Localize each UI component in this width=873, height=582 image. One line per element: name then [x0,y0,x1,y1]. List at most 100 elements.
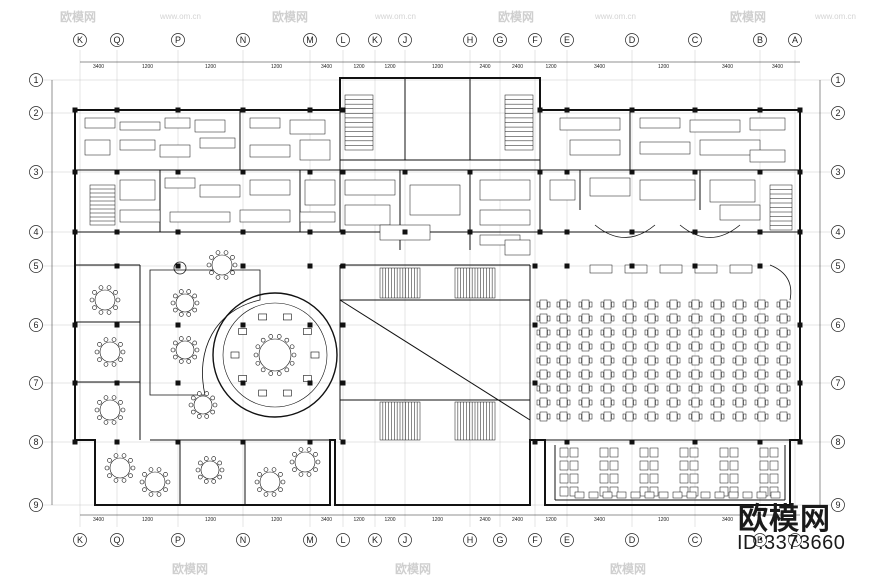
faint-watermark: 欧模网 [172,562,209,576]
grid-bubble-label: Q [113,35,120,45]
dining-table [639,460,649,471]
chair [556,357,560,364]
chair [655,357,659,364]
dining-table [303,328,312,335]
chair [721,385,725,392]
dining-table [539,355,548,366]
chair [732,301,736,308]
booth-seat [624,264,648,274]
dining-table [539,341,548,352]
chair [118,400,123,405]
chair [743,329,747,336]
chair [217,460,223,466]
column [340,169,346,175]
grid-bubble-label: C [692,535,699,545]
column [72,380,78,386]
column [340,439,346,445]
round-table [99,399,121,421]
column [240,380,246,386]
dining-table [647,411,656,422]
dining-table [757,327,766,338]
dining-table [647,299,656,310]
chair [600,301,604,308]
grid-bubble [688,533,702,547]
kitchen-unit [249,117,281,129]
chair [556,329,560,336]
chair [765,357,769,364]
chair [765,371,769,378]
chair [578,357,582,364]
grid-bubble-label: K [372,35,378,45]
chair [655,385,659,392]
booth-seat [686,491,697,499]
dimension-label: 1200 [205,64,216,70]
chair [677,315,681,322]
chair [111,395,117,400]
column [175,107,181,113]
chair [192,340,198,346]
round-table [94,289,116,311]
chair [567,329,571,336]
round-table [109,457,131,479]
grid-bubble-label: 6 [33,320,38,330]
dining-table [559,447,569,458]
column [175,322,181,328]
chair [578,371,582,378]
brand-watermark: 欧模网 [738,502,831,537]
grid-bubble-label: B [757,35,763,45]
column [564,263,570,269]
dining-table [757,411,766,422]
column [757,107,763,113]
chair [172,307,178,313]
dining-table [759,460,769,471]
chair [732,413,736,420]
chair [567,315,571,322]
dining-table [238,328,247,335]
dining-table [735,369,744,380]
kitchen-unit [119,179,156,201]
dining-table [735,355,744,366]
chair [203,479,209,484]
chair [298,447,304,452]
dining-table [603,355,612,366]
grid-bubble [560,33,574,47]
chair [178,359,184,364]
column [240,107,246,113]
dining-table [735,327,744,338]
round-table [259,471,281,493]
kitchen-unit [719,204,761,221]
chair [655,399,659,406]
dining-table [669,299,678,310]
dining-table [609,447,619,458]
dining-table [669,313,678,324]
dining-table [559,473,569,484]
dining-table [559,327,568,338]
grid-bubble-label: Q [113,535,120,545]
chair [622,301,626,308]
booth-seat [589,264,613,274]
dining-table [735,299,744,310]
dining-table [258,313,267,321]
grid-bubble-label: J [403,535,408,545]
dining-table [581,369,590,380]
chair [103,362,109,367]
dining-table [779,383,788,394]
chair [600,371,604,378]
dining-table [539,397,548,408]
chair [257,472,262,477]
dining-table [779,327,788,338]
kitchen-unit [299,211,336,223]
chair [754,301,758,308]
dining-table [539,369,548,380]
booth-seat [602,491,613,499]
chair [257,487,262,492]
dining-table [603,411,612,422]
dining-table [713,341,722,352]
chair [622,329,626,336]
chair [633,399,637,406]
dining-table [691,397,700,408]
kitchen-unit [299,139,331,161]
chair [165,479,171,485]
column [564,169,570,175]
column [114,439,120,445]
